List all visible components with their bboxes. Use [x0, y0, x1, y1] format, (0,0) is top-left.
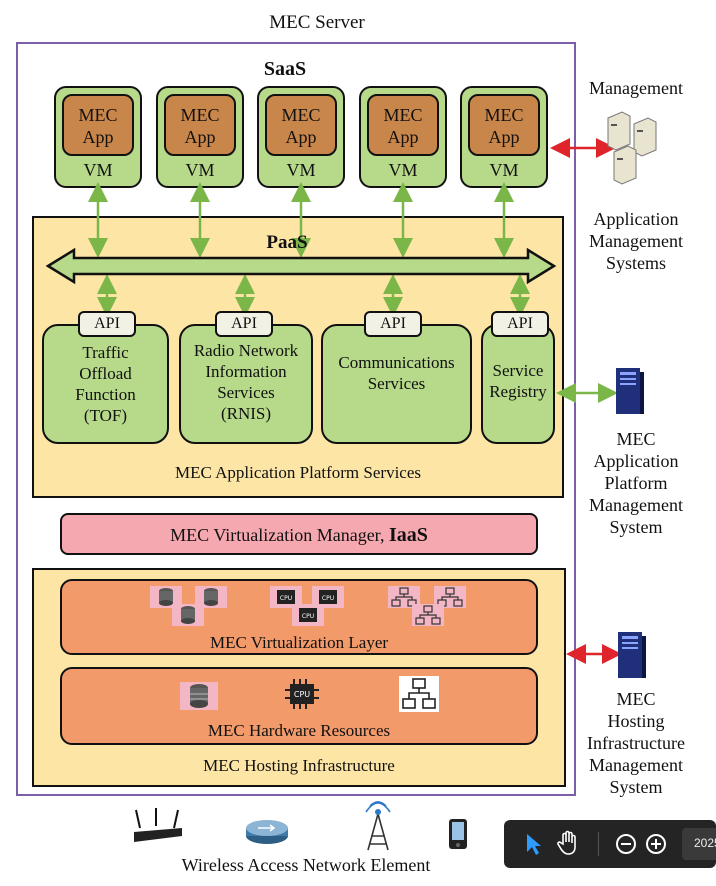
vm-label: VM: [388, 160, 418, 180]
rnis-service-label: Radio Network Information Services (RNIS…: [193, 341, 299, 423]
saas-label: SaaS: [263, 58, 307, 80]
cpu-label: CPU: [294, 690, 310, 699]
mec-app-box: MEC App: [62, 94, 134, 156]
virtualization-manager-box: MEC Virtualization Manager, IaaS: [60, 513, 538, 555]
paas-bus-arrow: [45, 247, 557, 285]
network-icon: [399, 676, 439, 712]
platform-services-label: MEC Application Platform Services: [175, 463, 421, 482]
service-registry-label: Service Registry: [489, 361, 547, 401]
mec-app-box: MEC App: [164, 94, 236, 156]
mec-app-box: MEC App: [468, 94, 540, 156]
communications-service: Communications Services: [321, 324, 472, 444]
cpu-label: CPU: [302, 613, 314, 620]
database-icon: [180, 682, 218, 710]
zoom-in-icon[interactable]: [644, 832, 668, 856]
virtualization-layer-label: MEC Virtualization Layer: [209, 633, 389, 652]
vm-label: VM: [185, 160, 215, 180]
service-registry: Service Registry: [481, 324, 555, 444]
hardware-resources-label: MEC Hardware Resources: [207, 721, 391, 740]
date-field: 2025: [682, 828, 716, 860]
mec-server-box: [16, 42, 576, 796]
database-icon: [150, 586, 182, 608]
mec-app-box: MEC App: [367, 94, 439, 156]
rnis-service: Radio Network Information Services (RNIS…: [179, 324, 313, 444]
zoom-out-icon[interactable]: [614, 832, 638, 856]
communications-service-label: Communications Services: [338, 353, 455, 393]
platform-mgmt-server-icon: [616, 368, 644, 414]
mobile-phone-icon: [449, 819, 467, 849]
vm-label: VM: [286, 160, 316, 180]
cpu-label: CPU: [322, 595, 334, 602]
api-box: API: [364, 311, 422, 337]
api-box: API: [491, 311, 549, 337]
server-cluster-icon: [607, 111, 657, 185]
wireless-access-label: Wireless Access Network Element: [181, 855, 431, 875]
vm-box: MEC App VM: [156, 86, 244, 188]
api-box: API: [215, 311, 273, 337]
cpu-icon: CPU: [312, 586, 344, 608]
cpu-label: CPU: [280, 595, 292, 602]
server-title: MEC Server: [269, 12, 365, 33]
management-label: Management: [589, 78, 683, 98]
vm-box: MEC App VM: [257, 86, 345, 188]
toolbar-divider: [598, 832, 599, 856]
cell-tower-icon: [365, 801, 391, 851]
iaas-text: MEC Virtualization Manager,: [170, 525, 389, 545]
api-box: API: [78, 311, 136, 337]
hosting-infrastructure-label: MEC Hosting Infrastructure: [203, 756, 395, 775]
tof-service: Traffic Offload Function (TOF): [42, 324, 169, 444]
platform-management-label: MEC Application Platform Management Syst…: [589, 429, 683, 537]
viewer-toolbar: 2025: [504, 820, 716, 868]
vm-label: VM: [83, 160, 113, 180]
date-text: 2025: [694, 836, 716, 850]
hosting-management-label: MEC Hosting Infrastructure Management Sy…: [587, 689, 685, 797]
vm-box: MEC App VM: [54, 86, 142, 188]
application-management-label: Application Management Systems: [589, 209, 683, 273]
paas-label: PaaS: [266, 232, 308, 253]
hosting-mgmt-server-icon: [618, 632, 646, 678]
mec-app-box: MEC App: [265, 94, 337, 156]
hand-icon[interactable]: [556, 830, 580, 856]
router-icon: [134, 808, 182, 842]
vm-box: MEC App VM: [460, 86, 548, 188]
cpu-icon: CPU: [292, 604, 324, 626]
pointer-icon[interactable]: [524, 832, 542, 856]
iaas-bold: IaaS: [388, 524, 428, 546]
network-icon: [388, 586, 420, 608]
switch-icon: [246, 820, 288, 844]
vm-label: VM: [489, 160, 519, 180]
database-icon: [195, 586, 227, 608]
tof-service-label: Traffic Offload Function (TOF): [75, 343, 136, 425]
cpu-icon: CPU: [285, 679, 319, 709]
network-icon: [412, 604, 444, 626]
database-icon: [172, 604, 204, 626]
cpu-icon: CPU: [270, 586, 302, 608]
